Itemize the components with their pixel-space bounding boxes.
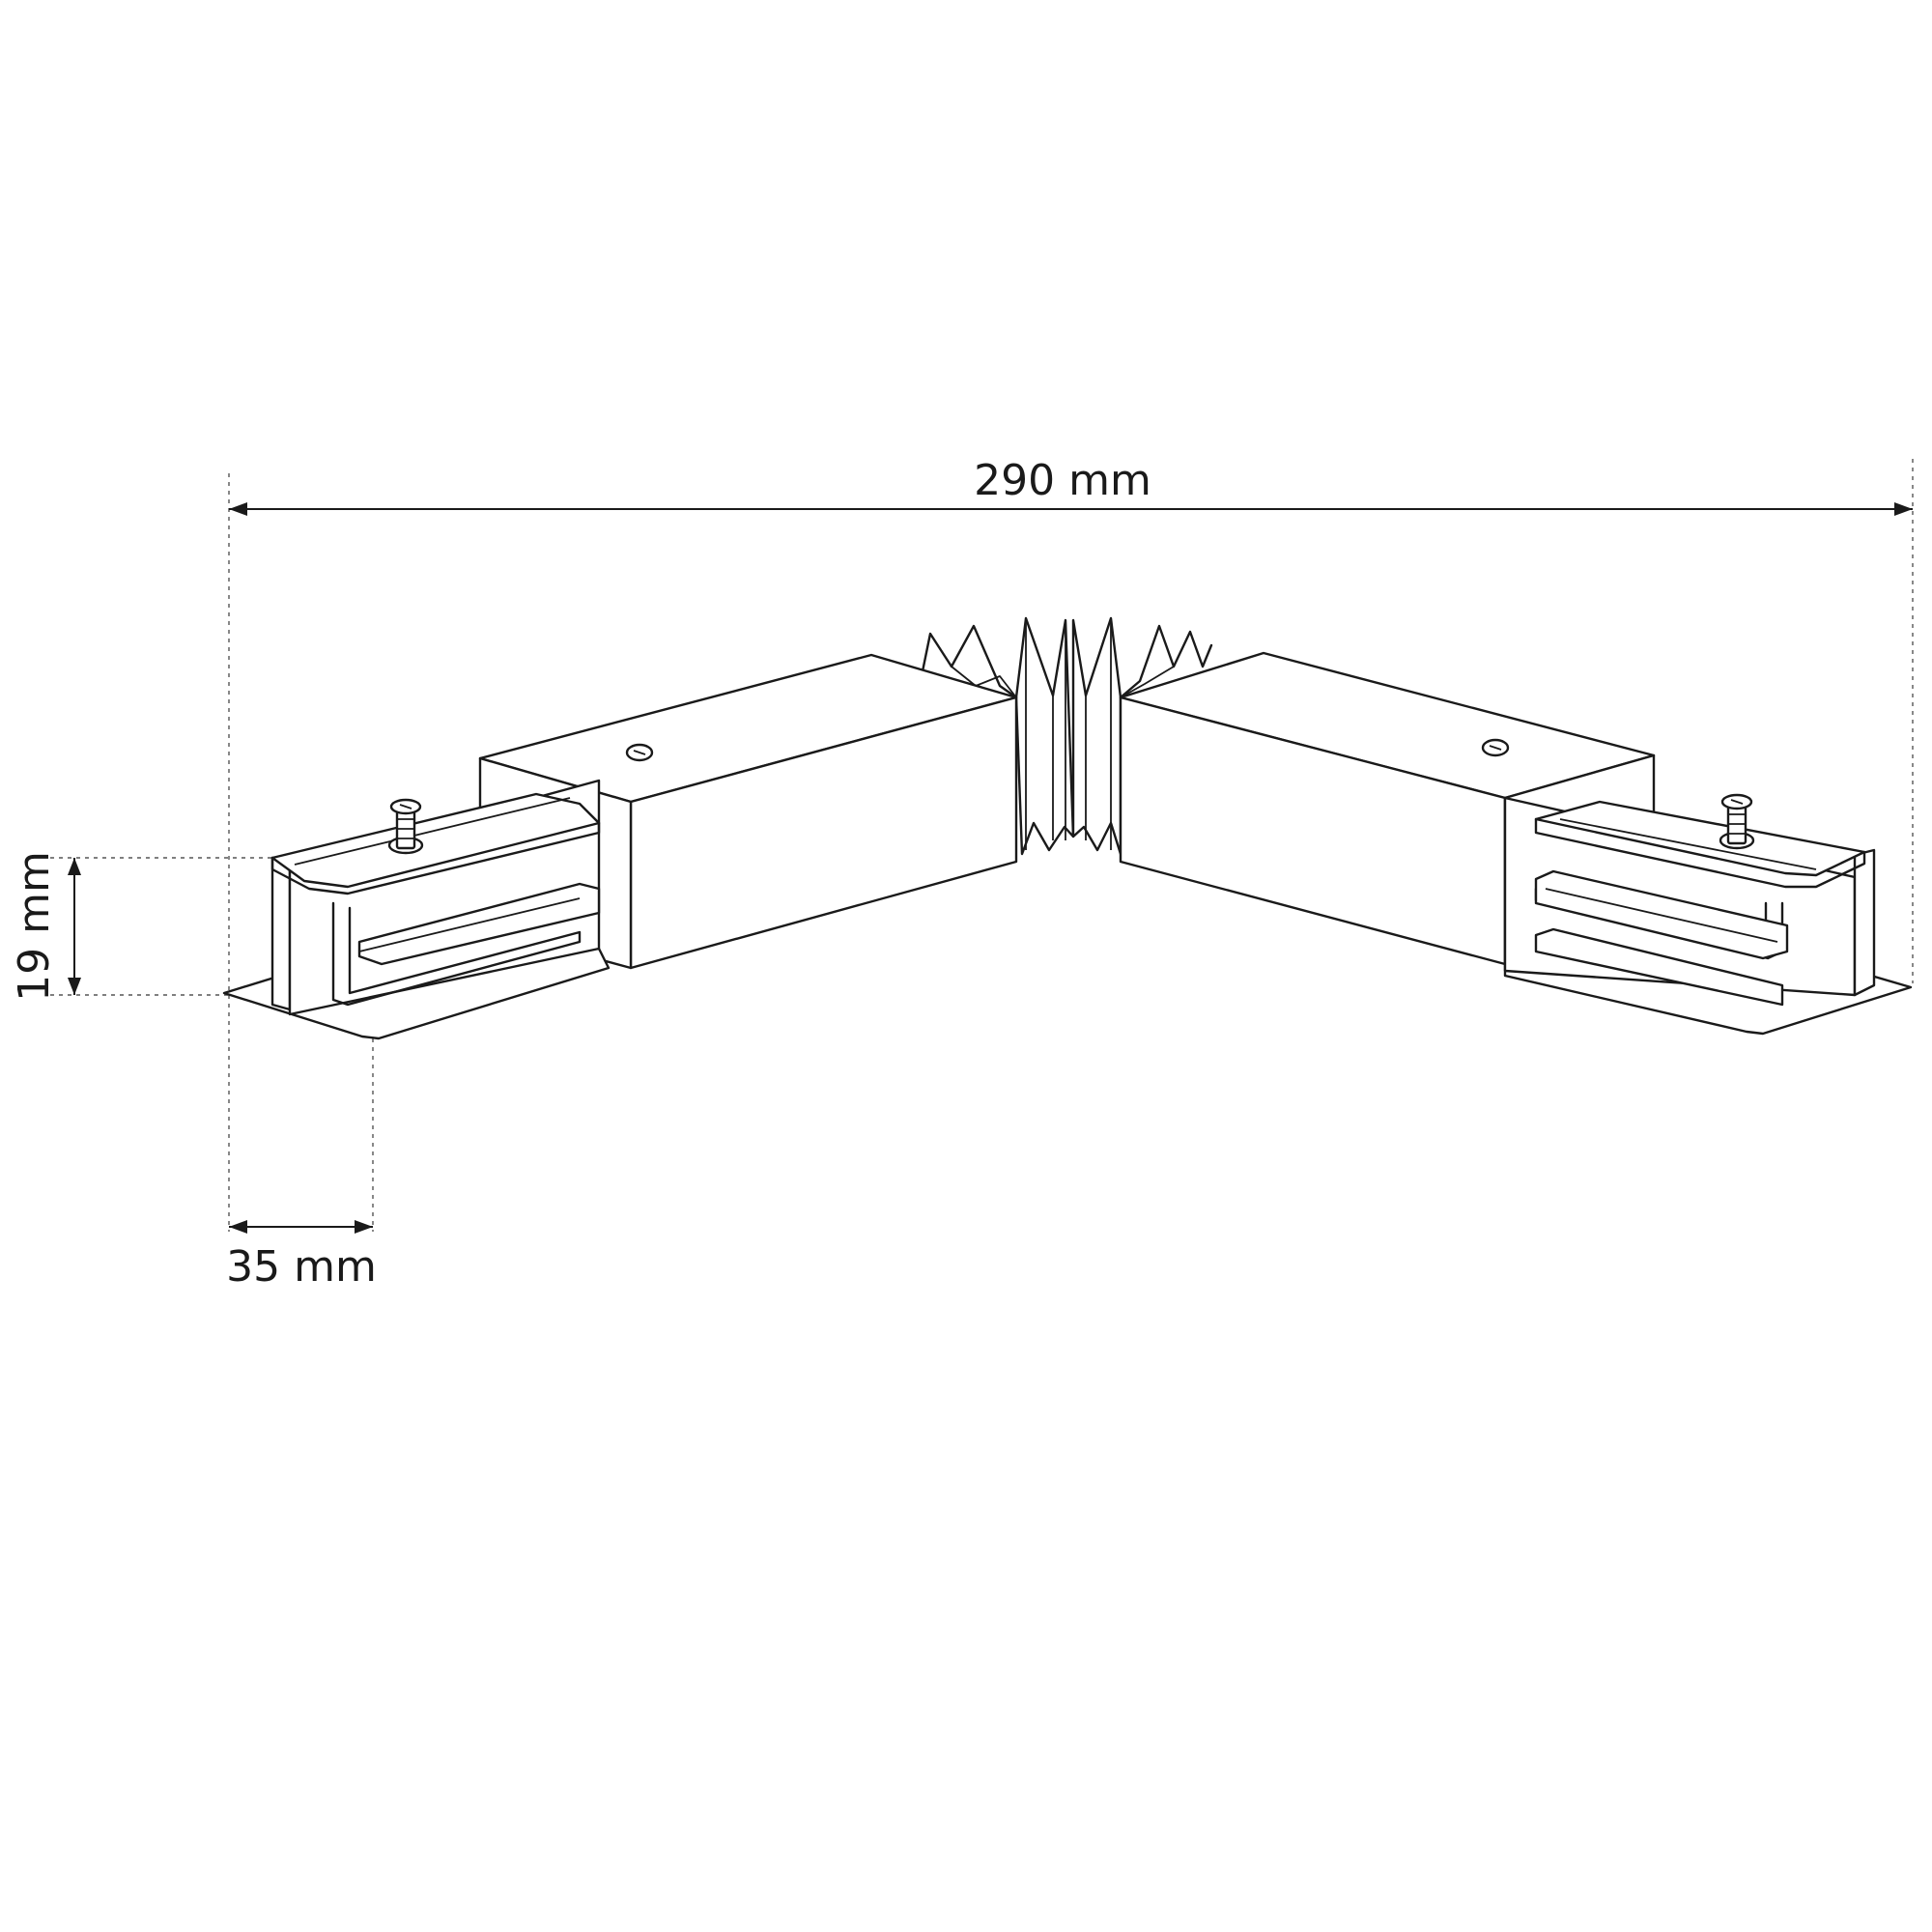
- arrowhead-left: [229, 502, 247, 516]
- arrowhead-end-left: [229, 1220, 247, 1234]
- right-screw-head-icon: [1481, 738, 1510, 757]
- right-screw-slot: [1489, 745, 1502, 751]
- height-label: 19 mm: [10, 851, 59, 1002]
- dimension-height: 19 mm: [10, 851, 272, 1002]
- left-middle-rail: [357, 882, 601, 966]
- right-connector-body: [1853, 848, 1876, 997]
- end-length-label: 35 mm: [226, 1242, 377, 1292]
- left-mounting-screw-icon: [387, 798, 424, 855]
- arrowhead-top: [68, 858, 81, 875]
- right-mounting-screw-icon: [1719, 793, 1755, 850]
- left-slot-upper: [331, 901, 582, 1007]
- arrowhead-right: [1894, 502, 1913, 516]
- left-screw-slot: [633, 750, 646, 755]
- dimension-total-length: 290 mm: [228, 456, 1914, 1232]
- right-middle-rail-edge: [1545, 888, 1778, 943]
- bellows-body: [1014, 616, 1075, 856]
- left-top-rail-edge: [294, 797, 571, 866]
- right-connector: [1503, 793, 1913, 1036]
- left-screw-head-icon: [625, 743, 654, 762]
- left-connector: [222, 779, 611, 1040]
- bellows-body-right: [1071, 616, 1122, 856]
- left-connector-body: [270, 856, 292, 1011]
- dimension-end-length: 35 mm: [226, 1038, 377, 1292]
- right-top-rail-top: [1534, 800, 1866, 877]
- right-top-rail-front: [1534, 817, 1866, 889]
- right-lower-rail: [1534, 927, 1784, 1007]
- bellows-fold-left-top: [921, 624, 1018, 699]
- flexible-bellows: [921, 616, 1213, 856]
- arrowhead-end-right: [355, 1220, 373, 1234]
- right-top-rail-edge: [1559, 818, 1817, 870]
- bellows-fold-inner-right: [1120, 666, 1175, 698]
- left-top-rail-front: [270, 821, 601, 895]
- left-middle-rail-edge: [358, 897, 581, 952]
- bellows-fold-inner-left: [951, 666, 1017, 698]
- arrowhead-bottom: [68, 978, 81, 995]
- total-length-label: 290 mm: [974, 456, 1151, 505]
